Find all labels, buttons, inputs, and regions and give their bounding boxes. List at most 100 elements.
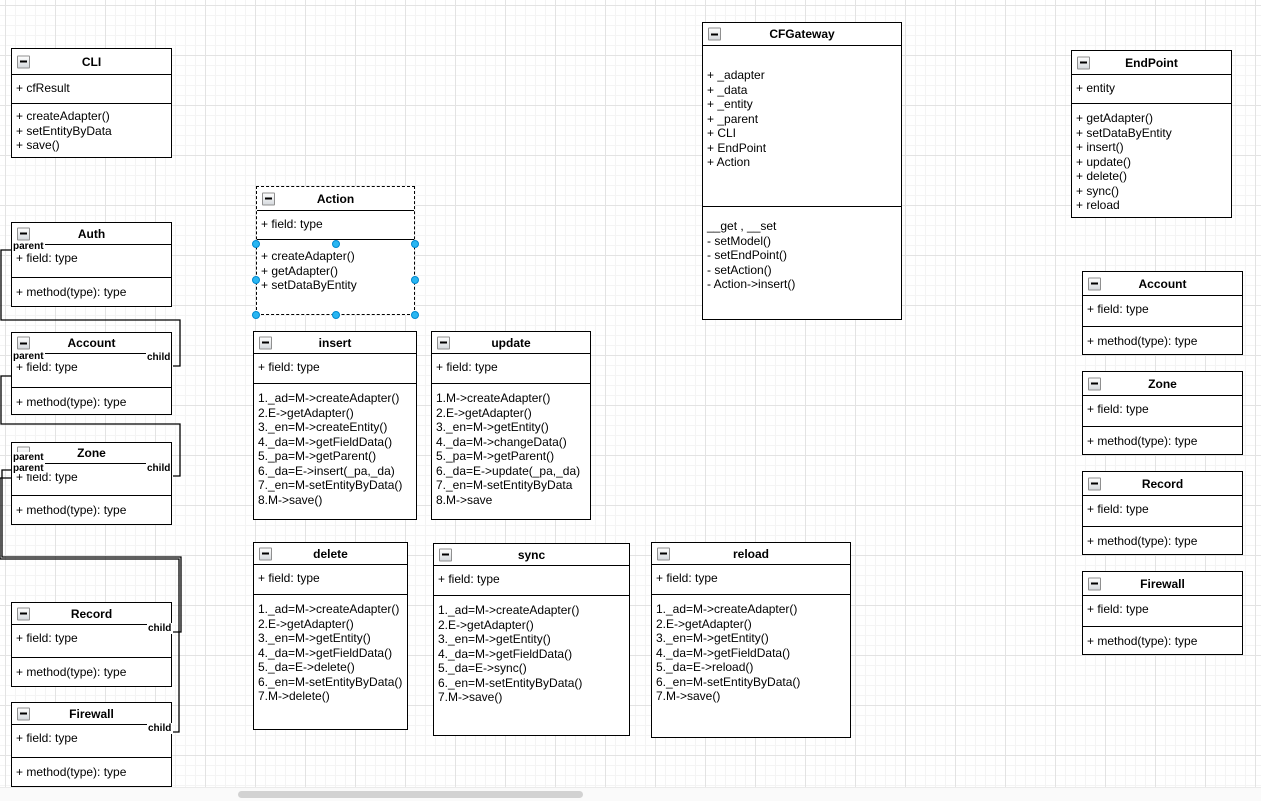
- class-title-bar[interactable]: reload: [652, 543, 850, 565]
- methods-compartment[interactable]: + method(type): type: [12, 388, 171, 410]
- selection-handle[interactable]: [252, 240, 260, 248]
- selection-handle[interactable]: [252, 311, 260, 319]
- class-title-bar[interactable]: insert: [254, 332, 416, 354]
- class-title-bar[interactable]: Record: [1083, 472, 1242, 496]
- uml-class-record-right[interactable]: Record + field: type + method(type): typ…: [1082, 471, 1243, 555]
- class-title-bar[interactable]: sync: [434, 544, 629, 566]
- methods-compartment[interactable]: + createAdapter()+ getAdapter()+ setData…: [257, 240, 414, 293]
- selection-handle[interactable]: [252, 275, 260, 284]
- methods-compartment[interactable]: + getAdapter()+ setDataByEntity+ insert(…: [1072, 104, 1231, 213]
- attributes-compartment[interactable]: + field: type: [257, 211, 414, 240]
- attributes-compartment[interactable]: + field: type: [12, 245, 171, 278]
- class-title-bar[interactable]: delete: [254, 543, 407, 565]
- collapse-icon[interactable]: [1088, 277, 1101, 290]
- collapse-icon[interactable]: [437, 336, 450, 349]
- collapse-icon[interactable]: [1088, 477, 1101, 490]
- collapse-icon[interactable]: [17, 336, 30, 350]
- attributes-compartment[interactable]: + field: type: [652, 565, 850, 595]
- collapse-icon[interactable]: [17, 227, 30, 240]
- attributes-compartment[interactable]: + _adapter+ _data+ _entity+ _parent+ CLI…: [703, 46, 901, 207]
- uml-class-reload[interactable]: reload + field: type 1._ad=M->createAdap…: [651, 542, 851, 738]
- uml-class-record-left[interactable]: Record + field: type + method(type): typ…: [11, 602, 172, 687]
- methods-compartment[interactable]: + createAdapter()+ setEntityByData+ save…: [12, 104, 171, 153]
- class-title-bar[interactable]: update: [432, 332, 590, 354]
- attributes-compartment[interactable]: + entity: [1072, 75, 1231, 104]
- collapse-icon[interactable]: [17, 55, 30, 68]
- methods-compartment[interactable]: 1._ad=M->createAdapter()2.E->getAdapter(…: [254, 384, 416, 507]
- collapse-icon[interactable]: [439, 548, 452, 561]
- selection-handle[interactable]: [411, 240, 419, 248]
- uml-class-firewall-right[interactable]: Firewall + field: type + method(type): t…: [1082, 571, 1243, 655]
- collapse-icon[interactable]: [1088, 577, 1101, 590]
- attributes-compartment[interactable]: + field: type: [254, 354, 416, 384]
- horizontal-scrollbar[interactable]: [0, 787, 1261, 801]
- methods-compartment[interactable]: 1._ad=M->createAdapter()2.E->getAdapter(…: [434, 596, 629, 705]
- collapse-icon[interactable]: [17, 607, 30, 620]
- methods-compartment[interactable]: + method(type): type: [12, 658, 171, 680]
- methods-compartment[interactable]: __get , __set- setModel()- setEndPoint()…: [703, 207, 901, 292]
- collapse-icon[interactable]: [1077, 56, 1090, 69]
- collapse-icon[interactable]: [708, 27, 721, 41]
- methods-compartment[interactable]: + method(type): type: [1083, 327, 1242, 349]
- selection-handle[interactable]: [411, 311, 419, 319]
- methods-compartment[interactable]: 1.M->createAdapter()2.E->getAdapter()3._…: [432, 384, 590, 507]
- class-title-bar[interactable]: CLI: [12, 49, 171, 75]
- class-title-bar[interactable]: CFGateway: [703, 23, 901, 46]
- uml-class-zone-right[interactable]: Zone + field: type + method(type): type: [1082, 371, 1243, 455]
- class-title-bar[interactable]: Firewall: [1083, 572, 1242, 596]
- attributes-compartment[interactable]: + field: type: [1083, 496, 1242, 527]
- collapse-icon[interactable]: [17, 707, 30, 720]
- attributes-compartment[interactable]: + field: type: [12, 354, 171, 388]
- methods-compartment[interactable]: + method(type): type: [12, 278, 171, 300]
- selection-handle[interactable]: [331, 240, 340, 248]
- uml-class-update[interactable]: update + field: type 1.M->createAdapter(…: [431, 331, 591, 520]
- class-title-bar[interactable]: Zone: [1083, 372, 1242, 396]
- attributes-compartment[interactable]: + field: type: [1083, 296, 1242, 327]
- selection-handle[interactable]: [411, 275, 419, 284]
- attributes-compartment[interactable]: + field: type: [12, 725, 171, 758]
- attributes-compartment[interactable]: + field: type: [1083, 396, 1242, 427]
- collapse-icon[interactable]: [259, 547, 272, 560]
- uml-class-auth[interactable]: Auth + field: type + method(type): type: [11, 222, 172, 307]
- methods-compartment[interactable]: + method(type): type: [1083, 427, 1242, 449]
- class-title-bar[interactable]: Account: [12, 333, 171, 354]
- collapse-icon[interactable]: [262, 192, 275, 205]
- methods-compartment[interactable]: + method(type): type: [12, 496, 171, 518]
- uml-class-insert[interactable]: insert + field: type 1._ad=M->createAdap…: [253, 331, 417, 520]
- method-line: 6._en=M-setEntityByData(): [438, 675, 583, 690]
- method-line: + getAdapter(): [1076, 111, 1154, 125]
- uml-class-action[interactable]: Action + field: type + createAdapter()+ …: [256, 186, 415, 315]
- class-title-bar[interactable]: Auth: [12, 223, 171, 245]
- uml-class-endpoint[interactable]: EndPoint + entity + getAdapter()+ setDat…: [1071, 50, 1232, 218]
- scrollbar-thumb[interactable]: [238, 791, 583, 798]
- methods-compartment[interactable]: + method(type): type: [12, 758, 171, 780]
- attributes-compartment[interactable]: + field: type: [432, 354, 590, 384]
- methods-compartment[interactable]: 1._ad=M->createAdapter()2.E->getAdapter(…: [652, 595, 850, 704]
- selection-handle[interactable]: [331, 311, 340, 319]
- methods-compartment[interactable]: + method(type): type: [1083, 627, 1242, 649]
- uml-class-cfgateway[interactable]: CFGateway + _adapter+ _data+ _entity+ _p…: [702, 22, 902, 320]
- minus-glyph: [711, 33, 718, 35]
- uml-class-delete[interactable]: delete + field: type 1._ad=M->createAdap…: [253, 542, 408, 730]
- uml-class-sync[interactable]: sync + field: type 1._ad=M->createAdapte…: [433, 543, 630, 736]
- methods-compartment[interactable]: 1._ad=M->createAdapter()2.E->getAdapter(…: [254, 595, 407, 704]
- class-title-bar[interactable]: Action: [257, 187, 414, 211]
- collapse-icon[interactable]: [1088, 377, 1101, 390]
- uml-class-firewall-left[interactable]: Firewall + field: type + method(type): t…: [11, 702, 172, 787]
- uml-class-account-right[interactable]: Account + field: type + method(type): ty…: [1082, 271, 1243, 355]
- attributes-compartment[interactable]: + field: type: [12, 625, 171, 658]
- class-title-bar[interactable]: Account: [1083, 272, 1242, 296]
- uml-class-cli[interactable]: CLI + cfResult + createAdapter()+ setEnt…: [11, 48, 172, 158]
- class-title-bar[interactable]: Firewall: [12, 703, 171, 725]
- collapse-icon[interactable]: [657, 547, 670, 560]
- class-title-bar[interactable]: EndPoint: [1072, 51, 1231, 75]
- attributes-compartment[interactable]: + field: type: [254, 565, 407, 595]
- attributes-compartment[interactable]: + field: type: [434, 566, 629, 596]
- uml-class-account-left[interactable]: Account + field: type + method(type): ty…: [11, 332, 172, 415]
- class-title-bar[interactable]: Record: [12, 603, 171, 625]
- attributes-compartment[interactable]: + cfResult: [12, 75, 171, 104]
- collapse-icon[interactable]: [259, 336, 272, 349]
- methods-compartment[interactable]: + method(type): type: [1083, 527, 1242, 549]
- attributes-compartment[interactable]: + field: type: [1083, 596, 1242, 627]
